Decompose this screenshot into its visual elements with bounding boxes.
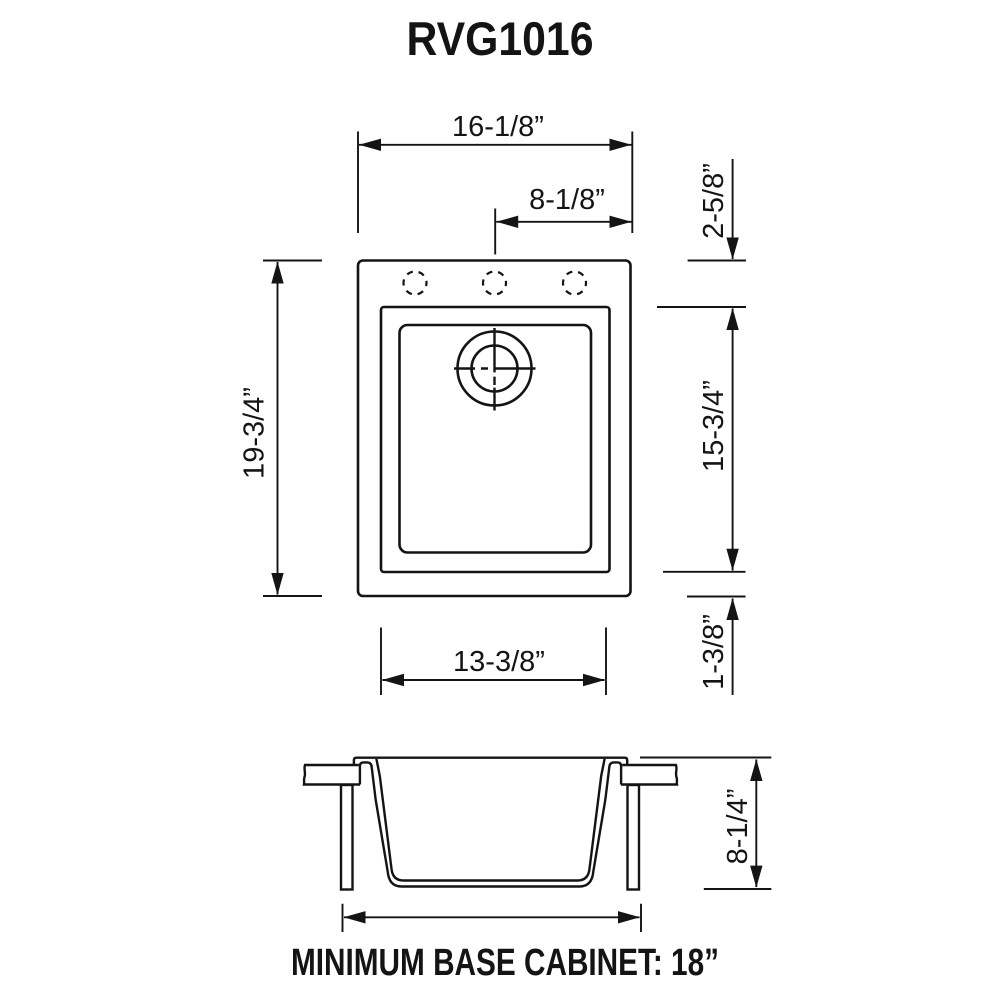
svg-text:RVG1016: RVG1016 [407, 12, 594, 65]
svg-text:1-3/8”: 1-3/8” [698, 614, 730, 690]
svg-text:8-1/8”: 8-1/8” [529, 184, 605, 216]
svg-text:19-3/4”: 19-3/4” [239, 387, 271, 479]
svg-text:15-3/4”: 15-3/4” [698, 380, 730, 472]
svg-text:16-1/8”: 16-1/8” [452, 111, 544, 143]
svg-text:8-1/4”: 8-1/4” [722, 789, 754, 865]
svg-text:2-5/8”: 2-5/8” [698, 163, 730, 239]
svg-text:MINIMUM BASE CABINET: 18”: MINIMUM BASE CABINET: 18” [291, 942, 719, 984]
svg-text:13-3/8”: 13-3/8” [453, 646, 545, 678]
